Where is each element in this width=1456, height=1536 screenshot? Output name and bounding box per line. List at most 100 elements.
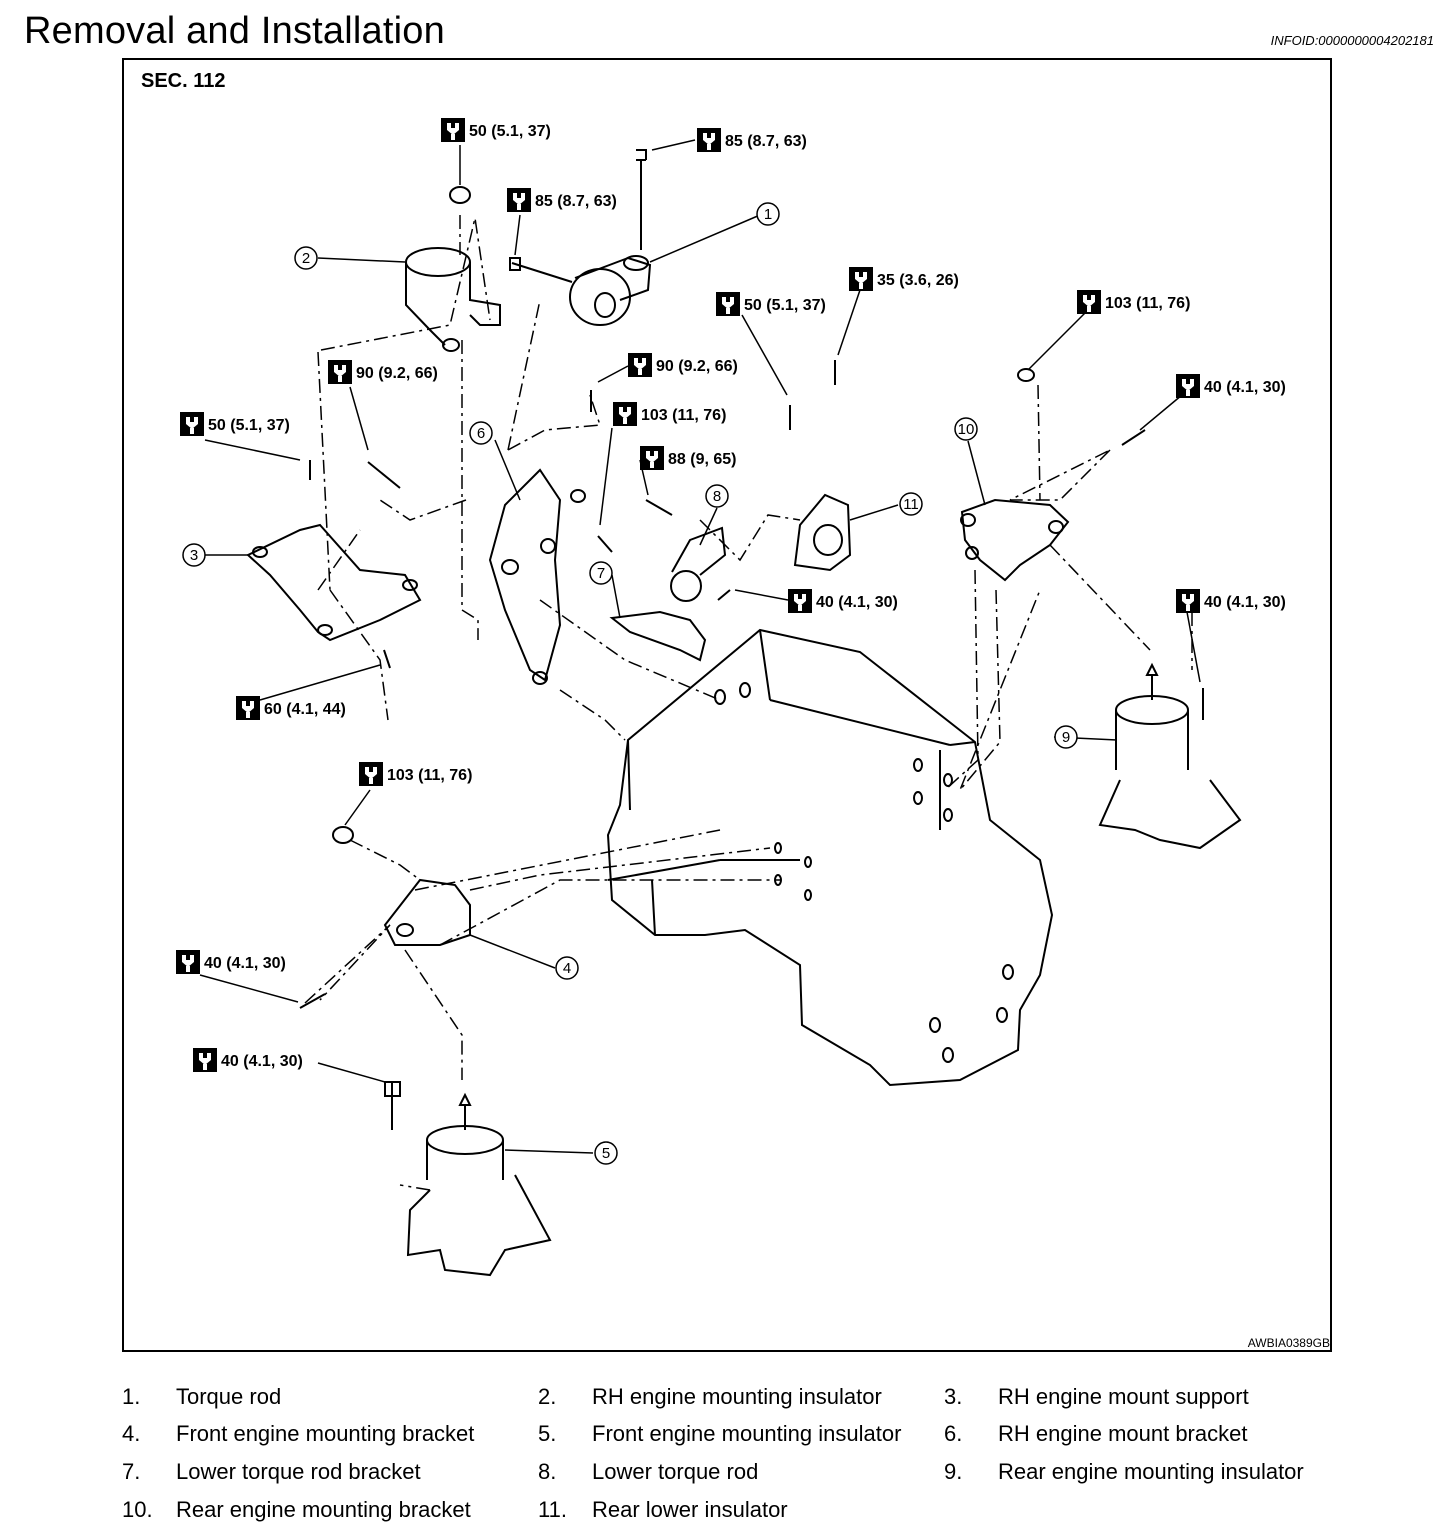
callout-number: 1: [764, 206, 772, 223]
engine-block: [606, 628, 1054, 1087]
section-label: SEC. 112: [141, 70, 226, 92]
page-title: Removal and Installation: [24, 10, 445, 52]
torque-spec-value: 90 (9.2, 66): [356, 365, 438, 382]
legend-label: RH engine mounting insulator: [592, 1384, 882, 1409]
legend-label: Front engine mounting bracket: [176, 1421, 475, 1446]
torque-spec-value: 90 (9.2, 66): [656, 358, 738, 375]
torque-spec-value: 40 (4.1, 30): [1204, 379, 1286, 396]
torque-spec: 85 (8.7, 63): [507, 188, 617, 212]
wrench-icon: [716, 292, 740, 316]
legend-label: Rear lower insulator: [592, 1497, 788, 1522]
lower-torque-rod: [671, 526, 727, 576]
torque-spec-value: 40 (4.1, 30): [221, 1053, 303, 1070]
legend-number: 5.: [538, 1421, 557, 1446]
wrench-icon: [328, 360, 352, 384]
callout-2: 2: [294, 246, 318, 270]
wrench-icon: [193, 1048, 217, 1072]
torque-spec: 88 (9, 65): [640, 446, 736, 470]
legend-label: Lower torque rod bracket: [176, 1459, 421, 1484]
callout-9: 9: [1054, 725, 1078, 749]
torque-spec-value: 50 (5.1, 37): [469, 123, 551, 140]
wrench-icon: [1176, 374, 1200, 398]
wrench-icon: [180, 412, 204, 436]
wrench-icon: [236, 696, 260, 720]
torque-spec: 50 (5.1, 37): [716, 292, 826, 316]
torque-spec: 35 (3.6, 26): [849, 267, 959, 291]
callout-6: 6: [469, 421, 493, 445]
wrench-icon: [849, 267, 873, 291]
callout-5: 5: [594, 1141, 618, 1165]
legend-label: RH engine mount bracket: [998, 1421, 1248, 1446]
callout-11: 11: [899, 492, 923, 516]
torque-spec: 40 (4.1, 30): [788, 589, 898, 613]
wrench-icon: [359, 762, 383, 786]
callout-8: 8: [705, 484, 729, 508]
torque-spec: 103 (11, 76): [359, 762, 472, 786]
torque-spec-value: 40 (4.1, 30): [816, 594, 898, 611]
torque-spec-value: 35 (3.6, 26): [877, 272, 959, 289]
torque-spec: 103 (11, 76): [613, 402, 726, 426]
callout-number: 4: [563, 960, 571, 977]
torque-spec-value: 40 (4.1, 30): [204, 955, 286, 972]
legend-label: Rear engine mounting bracket: [176, 1497, 471, 1522]
info-id: INFOID:0000000004202181: [1270, 33, 1434, 48]
legend-number: 2.: [538, 1384, 557, 1409]
legend-number: 9.: [944, 1459, 963, 1484]
wrench-icon: [1176, 589, 1200, 613]
legend-label: Lower torque rod: [592, 1459, 759, 1484]
callout-4: 4: [555, 956, 579, 980]
legend-label: Torque rod: [176, 1384, 282, 1409]
legend-label: Front engine mounting insulator: [592, 1421, 902, 1446]
wrench-icon: [441, 118, 465, 142]
callout-7: 7: [589, 561, 613, 585]
callout-number: 10: [958, 421, 975, 438]
legend-number: 11.: [538, 1497, 567, 1522]
callout-1: 1: [756, 202, 780, 226]
torque-spec: 50 (5.1, 37): [180, 412, 290, 436]
torque-spec-value: 50 (5.1, 37): [208, 417, 290, 434]
wrench-icon: [507, 188, 531, 212]
rear-engine-mounting-bracket: [960, 498, 1070, 582]
wrench-icon: [176, 950, 200, 974]
torque-spec-value: 60 (4.1, 44): [264, 701, 346, 718]
torque-spec: 50 (5.1, 37): [441, 118, 551, 142]
legend-label: Rear engine mounting insulator: [998, 1459, 1304, 1484]
legend-number: 6.: [944, 1421, 963, 1446]
callout-number: 5: [602, 1145, 610, 1162]
torque-spec: 40 (4.1, 30): [176, 950, 286, 974]
callout-3: 3: [182, 543, 206, 567]
torque-spec: 40 (4.1, 30): [1176, 374, 1286, 398]
callout-10: 10: [954, 417, 978, 441]
legend-label: RH engine mount support: [998, 1384, 1249, 1409]
rear-lower-insulator: [793, 493, 852, 572]
callout-number: 3: [190, 547, 198, 564]
torque-spec-value: 50 (5.1, 37): [744, 297, 826, 314]
torque-spec-value: 40 (4.1, 30): [1204, 594, 1286, 611]
legend-number: 10.: [122, 1497, 153, 1522]
callout-number: 6: [477, 425, 485, 442]
legend-number: 1.: [122, 1384, 141, 1409]
wrench-icon: [1077, 290, 1101, 314]
torque-spec: 40 (4.1, 30): [193, 1048, 303, 1072]
callout-number: 7: [597, 565, 605, 582]
torque-spec: 90 (9.2, 66): [628, 353, 738, 377]
torque-spec-value: 85 (8.7, 63): [535, 193, 617, 210]
torque-spec: 90 (9.2, 66): [328, 360, 438, 384]
torque-spec-value: 88 (9, 65): [668, 451, 736, 468]
legend-number: 7.: [122, 1459, 141, 1484]
callout-number: 9: [1062, 729, 1070, 746]
wrench-icon: [628, 353, 652, 377]
figure-id: AWBIA0389GB: [1247, 1336, 1330, 1350]
rh-engine-mount-support: [246, 523, 422, 642]
callout-number: 11: [903, 496, 919, 513]
torque-spec-value: 85 (8.7, 63): [725, 133, 807, 150]
rh-engine-mount-bracket: [488, 468, 562, 682]
torque-spec-value: 103 (11, 76): [387, 767, 472, 784]
torque-spec: 60 (4.1, 44): [236, 696, 346, 720]
figure-frame: [122, 58, 1332, 1352]
callout-number: 2: [302, 250, 310, 267]
torque-spec-value: 103 (11, 76): [641, 407, 726, 424]
wrench-icon: [697, 128, 721, 152]
torque-spec: 85 (8.7, 63): [697, 128, 807, 152]
lower-torque-rod-bracket: [609, 610, 707, 662]
